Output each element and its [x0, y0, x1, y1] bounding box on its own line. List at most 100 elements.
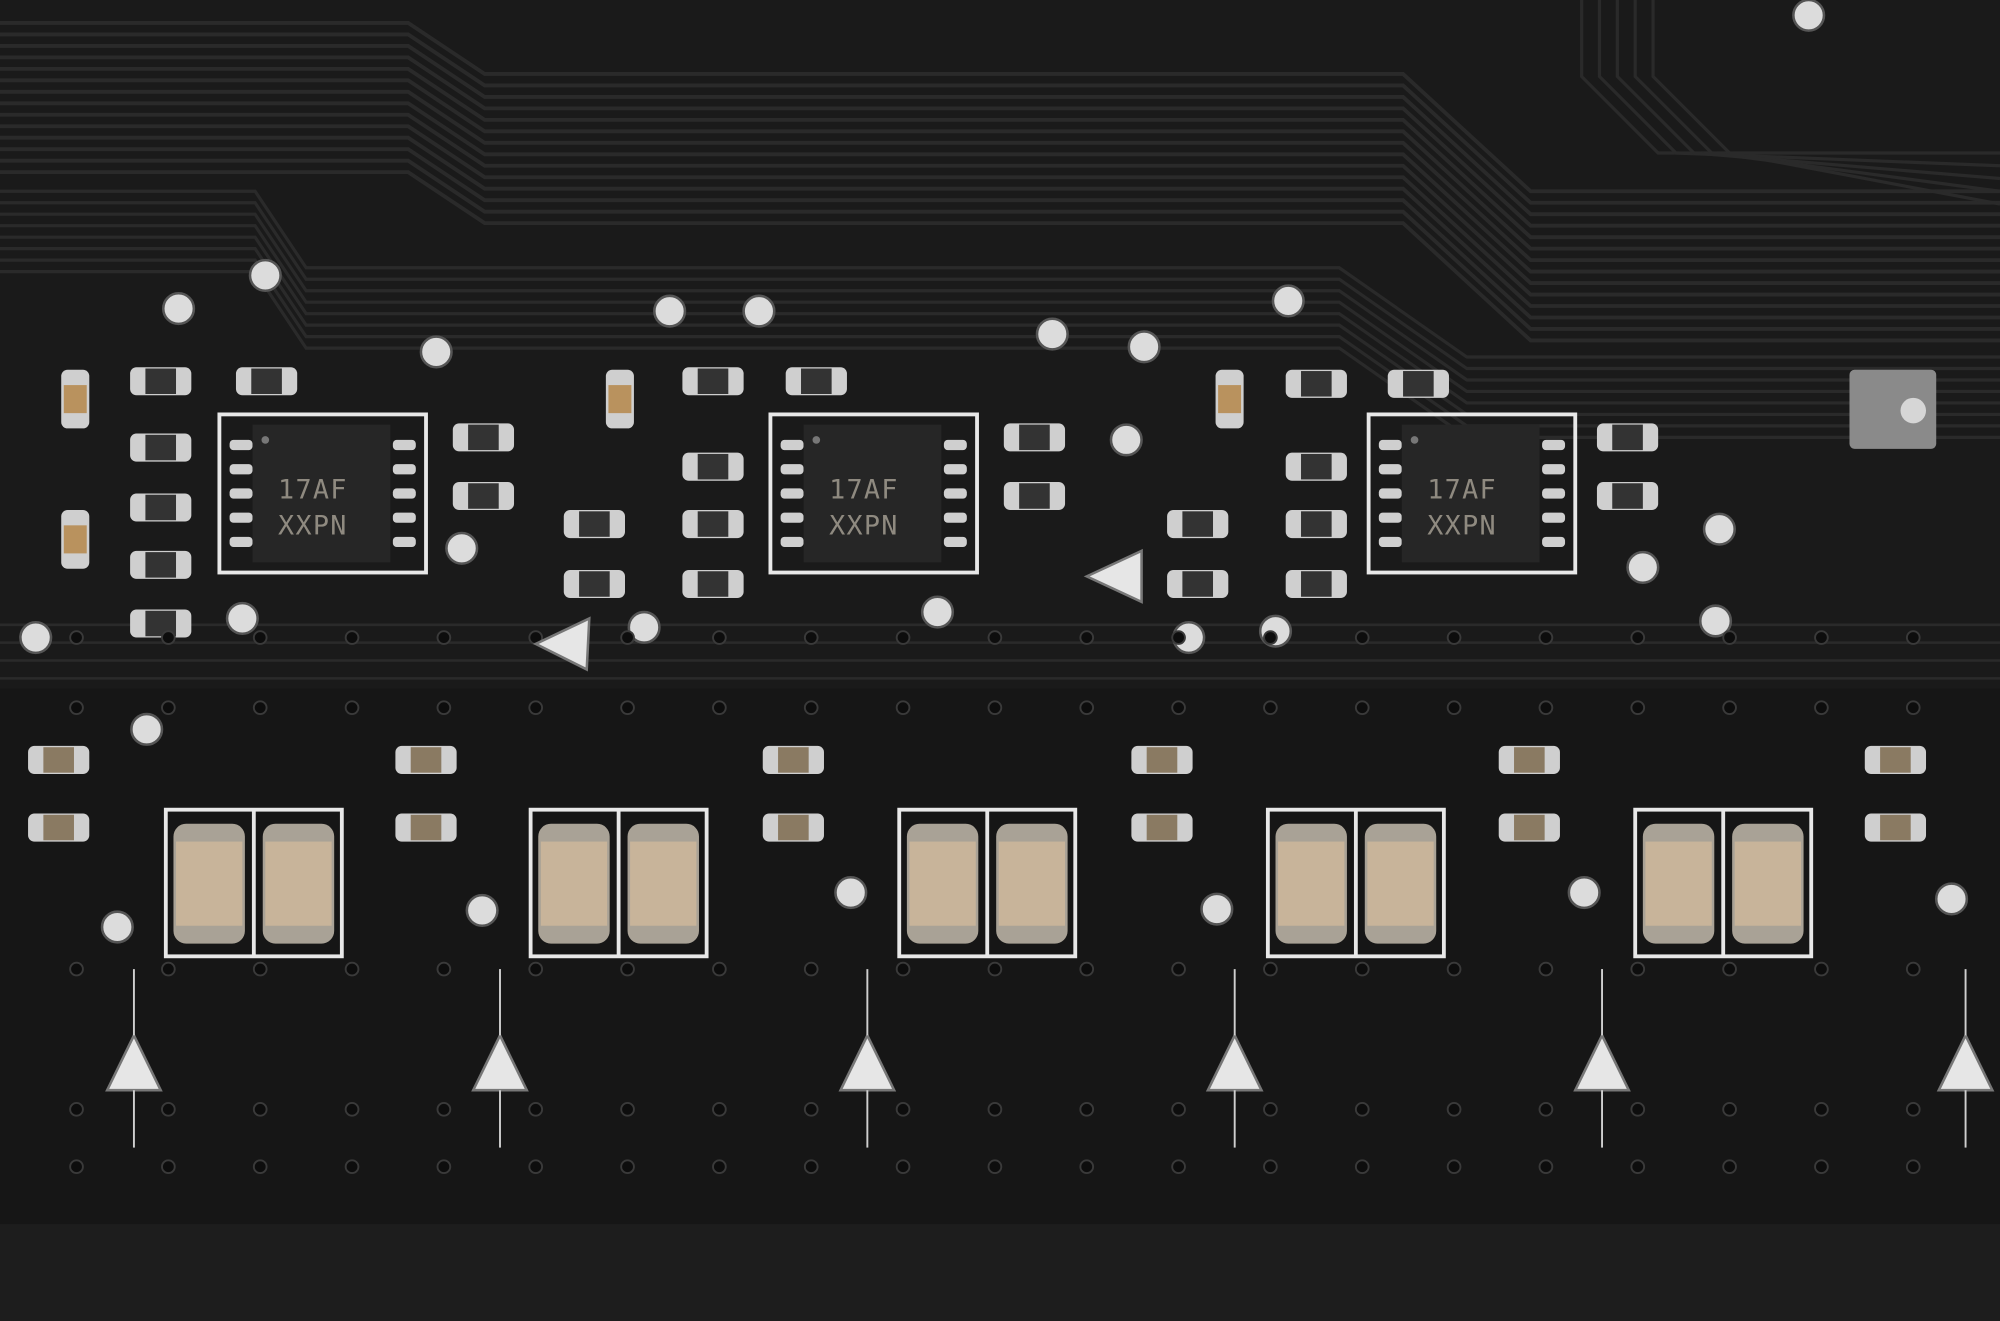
lower-band [0, 688, 2000, 1321]
smd-resistor [235, 367, 298, 396]
smd-resistor [762, 813, 824, 842]
via-hole [712, 630, 727, 645]
via-hole [1354, 1102, 1370, 1117]
smd-resistor [1498, 745, 1560, 774]
smd-resistor [452, 481, 515, 511]
via-hole [528, 1159, 544, 1175]
pin1-dot [261, 436, 270, 444]
smd-body [1612, 424, 1643, 451]
smd-resistor [130, 367, 192, 396]
via-hole [344, 700, 360, 716]
via-pad [248, 258, 282, 292]
capacitor-body [176, 841, 243, 926]
chip-pin [780, 464, 804, 475]
via-hole [895, 630, 911, 645]
smd-body [1182, 571, 1214, 597]
smd-resistor [130, 609, 192, 638]
via-pad [1567, 875, 1601, 910]
smd-body [468, 424, 499, 451]
via-pad [161, 291, 196, 326]
via-hole [436, 700, 452, 716]
smd-body [579, 511, 610, 537]
smd-component-group [28, 367, 1927, 842]
via-pad [1200, 892, 1234, 926]
smd-body [778, 747, 809, 773]
pcb-trace [0, 112, 2000, 285]
via-hole [987, 1159, 1003, 1175]
capacitor-body [1278, 841, 1345, 926]
via-hole [69, 1102, 84, 1117]
chip-pin [392, 439, 416, 451]
test-pad [1849, 369, 1937, 449]
via-hole [161, 1102, 176, 1117]
smd-body [1514, 747, 1545, 773]
via-pad [1702, 512, 1736, 546]
smd-resistor [682, 510, 744, 539]
chip-pin [229, 488, 253, 499]
via-hole [1354, 961, 1370, 977]
arrow-marker [532, 616, 591, 672]
pcb-trace [0, 235, 2000, 405]
capacitor-body [540, 841, 608, 926]
via-hole [436, 1102, 452, 1117]
smd-resistor [28, 745, 90, 774]
via-pad [1792, 0, 1826, 32]
silkscreen-outline [1366, 412, 1578, 575]
via-hole [1538, 630, 1554, 645]
smd-body [697, 453, 729, 480]
smd-body [1019, 424, 1050, 451]
via-hole [1079, 1159, 1095, 1175]
smd-body [145, 368, 177, 395]
via-hole [1446, 1102, 1462, 1117]
via-group [19, 0, 1969, 1175]
smd-resistor [1003, 481, 1066, 511]
smd-resistor [1285, 452, 1347, 481]
smd-resistor [1285, 510, 1347, 539]
via-hole [1263, 1159, 1278, 1175]
pcb-trace [1597, 0, 2000, 168]
smd-body [697, 511, 729, 537]
pcb-trace [0, 201, 2000, 371]
via-hole [1171, 961, 1186, 977]
via-pad [653, 294, 687, 328]
pcb-trace [0, 66, 2000, 240]
smd-vertical [1215, 369, 1244, 429]
smd-resistor [452, 423, 515, 452]
pcb-trace [0, 158, 2000, 331]
via-hole [1814, 700, 1829, 716]
smd-resistor [1003, 423, 1066, 452]
pcb-trace [0, 55, 2000, 228]
silkscreen-outline [217, 412, 428, 575]
chip-pin [1542, 439, 1566, 451]
via-hole [1446, 1159, 1462, 1175]
via-hole [1538, 1102, 1554, 1117]
capacitor-group [163, 807, 1814, 959]
smd-body [1301, 371, 1332, 397]
via-hole [528, 1102, 544, 1117]
smd-body [1612, 483, 1643, 509]
via-hole [712, 1102, 727, 1117]
pcb-trace [0, 258, 2000, 428]
smd-body [1146, 747, 1178, 773]
via-hole [803, 700, 819, 716]
chip-marking-line1: 17AF [278, 475, 348, 506]
via-hole [987, 961, 1003, 977]
via-hole [1538, 700, 1554, 716]
via-hole [1263, 1102, 1278, 1117]
via-hole [712, 1159, 727, 1175]
via-hole [344, 1159, 360, 1175]
smd-body [1146, 814, 1178, 841]
pcb-trace [0, 43, 2000, 217]
via-hole [528, 961, 544, 977]
via-hole [1263, 630, 1278, 645]
via-hole [161, 630, 176, 645]
via-hole [1722, 1159, 1737, 1175]
smd-resistor [682, 569, 744, 599]
smd-body [1301, 511, 1332, 537]
via-hole [161, 700, 176, 716]
via-hole [712, 700, 727, 716]
via-hole [436, 1159, 452, 1175]
pcb-trace [0, 189, 2000, 359]
via-hole [712, 961, 727, 977]
via-hole [620, 961, 635, 977]
